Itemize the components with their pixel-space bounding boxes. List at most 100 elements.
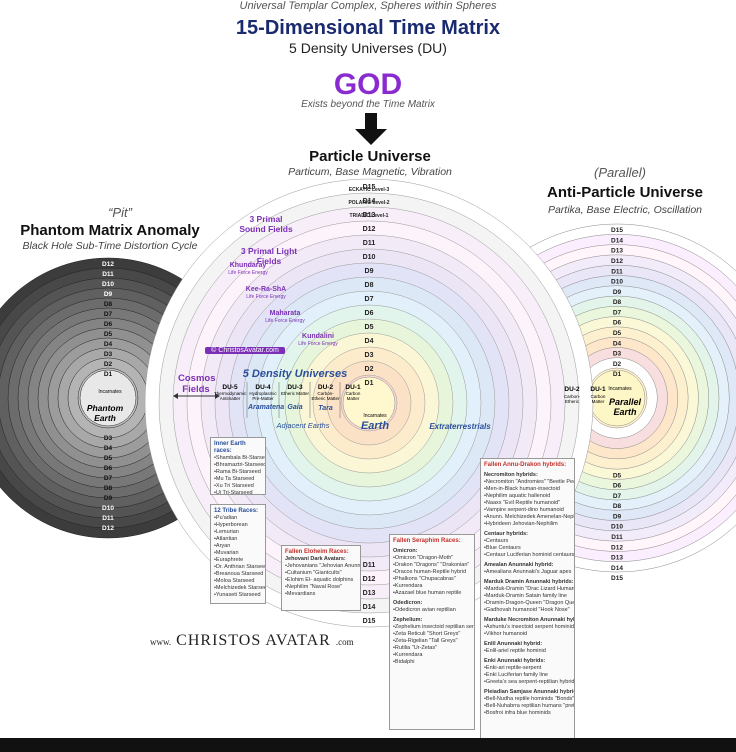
footer-brand-name: CHRISTOS AVATAR (176, 632, 331, 649)
particle-ring-label: D4 (365, 338, 374, 345)
seraphim-race-item: •Kurrendara (393, 652, 423, 658)
du-column-2: DU-2 Carbon-Etheric Matter Tara (311, 384, 340, 412)
left-incarnates: Incarnates (98, 389, 122, 395)
tribe-race: •Hyperborean (214, 522, 248, 528)
du-column-5: DU-5 Thermodynamic Antimatter (214, 384, 246, 401)
annu-hybrid-item: •Centaur Luciferian hominid centaurs (484, 552, 575, 558)
anti-particle-ring-label: D15 (611, 227, 623, 234)
phantom-core (79, 369, 137, 427)
annu-hybrid-heading: Necromiton hybrids: (484, 472, 538, 478)
du-name: Aramatena (248, 404, 285, 411)
seraphim-race-item: •Drakon "Dragons" "Drakonian" (393, 562, 470, 568)
anti-particle-ring-label: D7 (613, 493, 622, 500)
inner-earth-races-box: Inner Earth races: •Shambala Bi-Starseed… (210, 437, 266, 495)
khundaray-label: Khundaray (229, 262, 267, 269)
maharata-note: Life Force Energy (265, 318, 305, 324)
eloheim-race: •Jehovanians "Jehovian Anunnaki" (285, 563, 361, 569)
footer-pre: www. (150, 637, 172, 647)
watermark-label: © ChristosAvatar.com (205, 347, 285, 354)
tribe-race: •Pu'adian (214, 515, 238, 521)
tribe-race: •Euraphrete (214, 557, 244, 563)
annu-hybrid-item: •Nephilim aquatic hallenoid (484, 493, 551, 499)
annu-hybrid-item: •Amealians Anunnaki's Jaguar apes (484, 569, 572, 575)
density-universe-subtitle: 5 Density Universes (DU) (289, 40, 447, 56)
phantom-ring-label: D10 (102, 505, 114, 512)
phantom-matrix-title: Phantom Matrix Anomaly (20, 222, 200, 239)
phantom-ring-label: D9 (104, 495, 113, 502)
box-items: •Jehovanians "Jehovian Anunnaki"•Cultani… (285, 563, 361, 598)
phantom-ring-label: D11 (102, 515, 114, 522)
phantom-ring-label: D11 (102, 271, 114, 278)
annu-hybrid-heading: Pleiadian Samjase Anunnaki hybrid: (484, 689, 575, 695)
box-groups: Necromiton hybrids:•Necromiton "Andromie… (484, 472, 575, 717)
tribe-race: •Lemurian (214, 529, 239, 535)
tribe-race: •Moloa Starseed (214, 578, 255, 584)
particle-ring-label: D13 (363, 590, 376, 597)
down-arrow-icon (355, 113, 387, 145)
annu-hybrid-heading: Enki Anunnaki hybrids: (484, 658, 546, 664)
eloheim-race: •Nephilim "Naval Rose" (285, 584, 343, 590)
du-code: DU-4 (255, 384, 271, 391)
right-du-1-label: Carbon Matter (590, 394, 606, 404)
cosmos-fields-label: Cosmos Fields (178, 373, 216, 395)
phantom-matrix-note: Black Hole Sub-Time Distortion Cycle (22, 240, 198, 252)
phantom-ring-label: D3 (104, 435, 113, 442)
seraphim-race-item: •Odedicron avian reptilian (393, 607, 456, 613)
box-groups: Omicron:•Omicron "Dragon-Moth"•Drakon "D… (393, 548, 474, 666)
particle-ring-label: D6 (365, 310, 374, 317)
annu-hybrid-heading: Marduke Necromiton Anunnaki hybrid: (484, 617, 574, 623)
phantom-ring-label: D8 (104, 301, 113, 308)
harmonic-level-label: POLARIC Level-2 (348, 200, 389, 206)
phantom-ring-label: D10 (102, 281, 114, 288)
eloheim-race: •Elohim El- aquatic dolphins (285, 577, 354, 583)
eloheim-races-box: Fallen Eloheim Races: Jehovani Dark Avat… (281, 545, 361, 611)
footer-post: .com (335, 637, 354, 647)
phantom-ring-label: D7 (104, 311, 113, 318)
annu-hybrid-item: •Enki Luciferian family line (484, 672, 548, 678)
phantom-earth-label: Phantom Earth (86, 403, 124, 423)
phantom-ring-label: D8 (104, 485, 113, 492)
phantom-ring-label: D2 (104, 361, 113, 368)
particle-ring-label: D10 (363, 254, 376, 261)
god-title: GOD (333, 68, 403, 101)
particle-ring-label: D14 (363, 198, 376, 205)
adjacent-earths-label: Adjacent Earths (276, 421, 330, 430)
ring-labels: D12D11D10D9D8D7D6D5D4D3D2D1D3D4D5D6D7D8D… (102, 184, 623, 625)
primal-sound-fields-label: 3 Primal Sound Fields (239, 214, 293, 234)
particle-ring-label: D7 (365, 296, 374, 303)
annu-hybrid-item: •Vikhor humanoid (484, 631, 528, 637)
anti-particle-ring-label: D7 (613, 309, 622, 316)
particle-ring-label: D3 (365, 352, 374, 359)
du-name: Gaia (287, 404, 303, 411)
anti-particle-ring-label: D6 (613, 320, 622, 327)
du-column-3: DU-3 Etheric Matter Gaia (280, 384, 310, 411)
anti-particle-ring-label: D1 (613, 371, 622, 378)
du-code: DU-3 (287, 384, 303, 391)
seraphim-race-item: •Phalkons "Chupacabras" (393, 576, 456, 582)
phantom-ring-label: D12 (102, 261, 114, 268)
box-title: Inner Earth races: (214, 441, 246, 454)
box-title: Fallen Seraphim Races: (393, 538, 461, 544)
parallel-earth-label: Parallel Earth (608, 397, 642, 417)
particle-ring-label: D12 (363, 576, 376, 583)
kundalini-label: Kundalini (302, 333, 334, 340)
annu-hybrid-heading: Enlil Anunnaki hybrid: (484, 641, 543, 647)
particle-ring-label: D13 (363, 212, 376, 219)
box-items: •Shambala Bi-Starseed•Bhramaztri-Starsee… (214, 455, 265, 494)
bottom-bar (0, 738, 736, 752)
anti-particle-ring-label: D13 (611, 555, 623, 562)
anti-particle-ring-label: D9 (613, 513, 622, 520)
inner-earth-race: •Mu Ta Starseed (214, 476, 255, 482)
seraphim-race-item: •Zeta Reticuli "Short Greys" (393, 631, 461, 637)
seraphim-race-item: •Omicron "Dragon-Moth" (393, 555, 454, 561)
box-title: Fallen Eloheim Races: (285, 549, 349, 555)
annu-hybrid-item: •Vampire serpent-dino humanoid (484, 507, 564, 513)
phantom-ring-label: D4 (104, 341, 113, 348)
right-du-1-code: DU-1 (590, 386, 606, 393)
annu-hybrid-heading: Amealan Anunnaki hybrid: (484, 562, 554, 568)
tribe-races-box: 12 Tribe Races: •Pu'adian•Hyperborean•Le… (210, 504, 266, 604)
seraphim-race-item: •Dracos human-Reptile hybrid (393, 569, 467, 575)
inner-earth-race: •Rama Bi-Starseed (214, 469, 261, 475)
particle-ring-label: D1 (365, 380, 374, 387)
